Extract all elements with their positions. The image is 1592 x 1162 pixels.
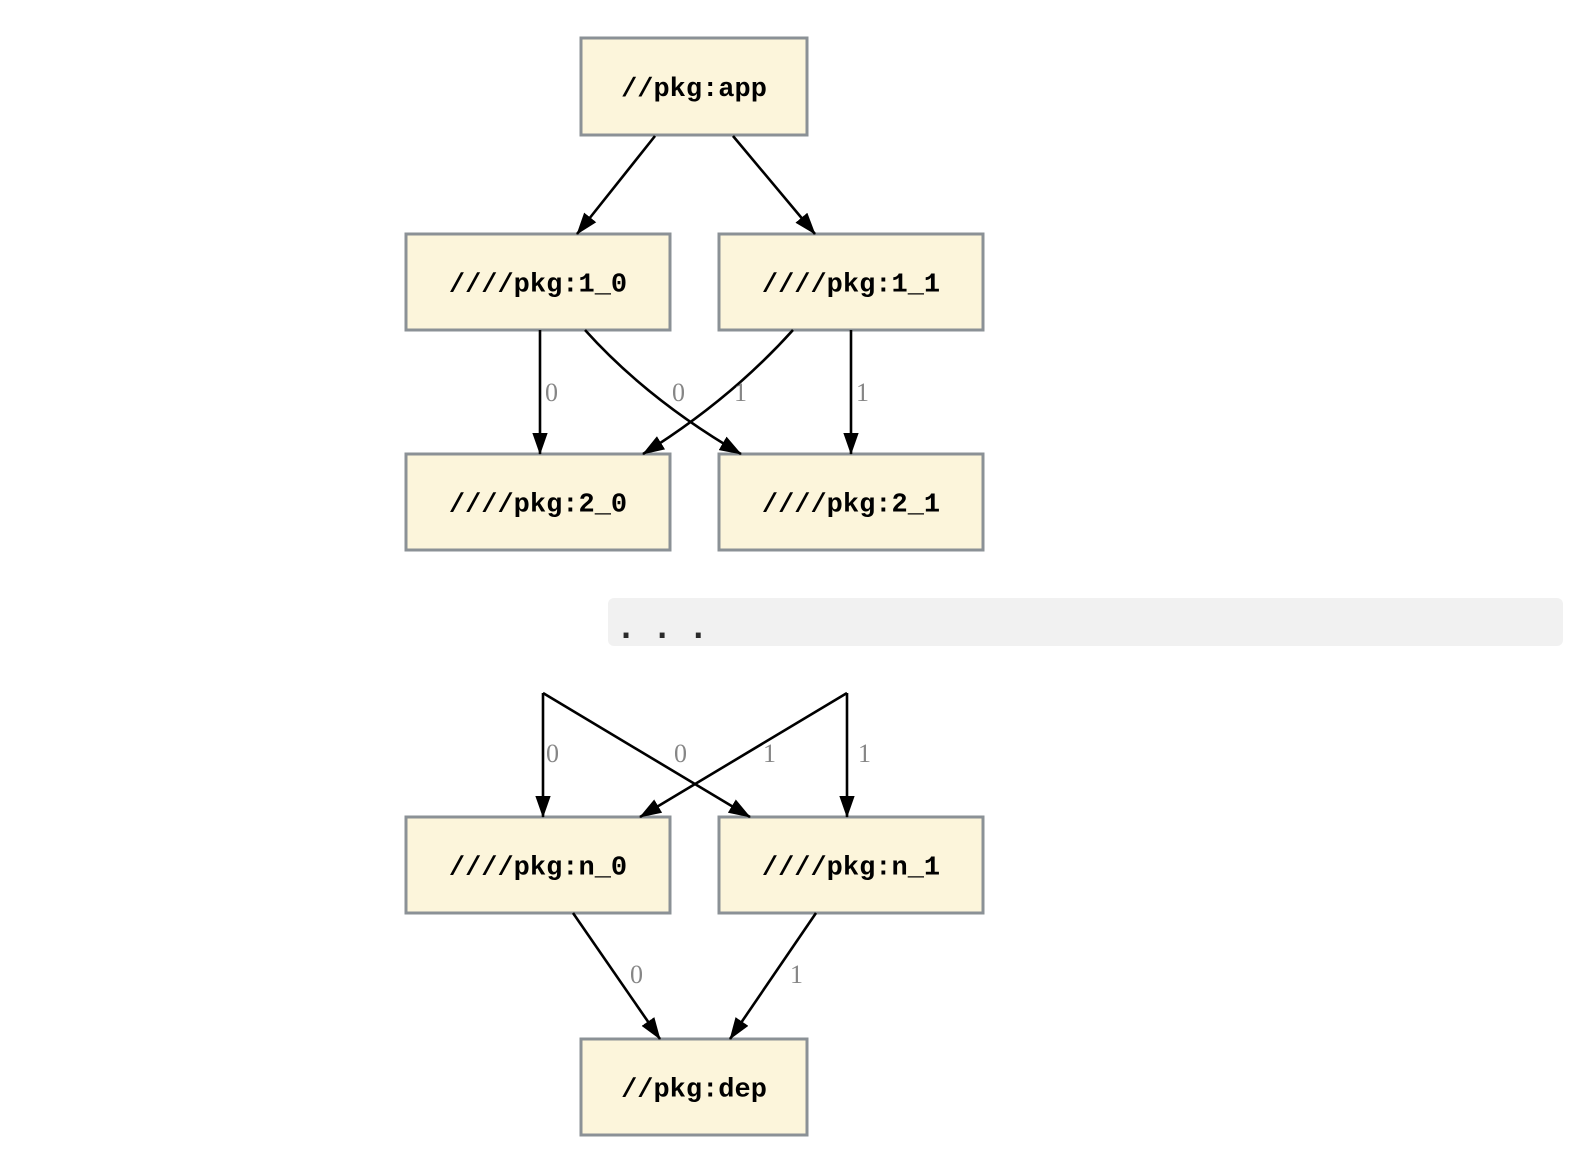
edge-label-n_1-to-dep: 1: [790, 960, 803, 989]
node-box-n_1: [717, 815, 985, 915]
edge-label-1_1-to-2_0: 0: [672, 378, 685, 407]
edge-app-to-1_1: [732, 135, 816, 235]
edge-label-1_0-to-2_0: 0: [545, 378, 558, 407]
node-2_1: ////pkg:2_1: [717, 452, 985, 552]
edge-label-1_1-to-2_1: 1: [856, 378, 869, 407]
node-label-dep: //pkg:dep: [621, 1076, 767, 1106]
edge-app-to-1_0: [575, 135, 657, 235]
node-box-2_1: [717, 452, 985, 552]
node-1_1: ////pkg:1_1: [717, 232, 985, 332]
node-box-dep: [579, 1037, 809, 1137]
edge-label-ellipsis-to-n_0: 0: [546, 739, 559, 768]
node-label-n_1: ////pkg:n_1: [762, 854, 940, 884]
node-label-2_0: ////pkg:2_0: [449, 491, 627, 521]
edge-label-ellipsis-to-n_0: 0: [674, 739, 687, 768]
edge-label-ellipsis-to-n_1: 1: [763, 739, 776, 768]
node-app: //pkg:app: [579, 36, 809, 137]
edge-1_0-to-2_1: [584, 329, 742, 456]
ellipsis-bar: [608, 598, 1563, 646]
node-label-1_1: ////pkg:1_1: [762, 271, 940, 301]
edge-n_0-to-dep: [571, 912, 662, 1040]
edge-ellipsis-to-n_1: [542, 691, 751, 819]
node-label-app: //pkg:app: [621, 75, 767, 105]
edge-ellipsis-to-n_0: [639, 691, 848, 819]
edge-label-ellipsis-to-n_1: 1: [858, 739, 871, 768]
edge-label-n_0-to-dep: 0: [630, 960, 643, 989]
node-dep: //pkg:dep: [579, 1037, 809, 1137]
node-box-2_0: [404, 452, 672, 552]
node-2_0: ////pkg:2_0: [404, 452, 672, 552]
node-n_1: ////pkg:n_1: [717, 815, 985, 915]
edge-label-1_0-to-2_1: 1: [734, 378, 747, 407]
ellipsis-dots: . . .: [617, 611, 707, 646]
edge-1_1-to-2_0: [642, 329, 794, 456]
node-1_0: ////pkg:1_0: [404, 232, 672, 332]
node-box-1_1: [717, 232, 985, 332]
node-label-2_1: ////pkg:2_1: [762, 491, 940, 521]
node-n_0: ////pkg:n_0: [404, 815, 672, 915]
node-box-1_0: [404, 232, 672, 332]
node-box-n_0: [404, 815, 672, 915]
node-label-1_0: ////pkg:1_0: [449, 271, 627, 301]
node-label-n_0: ////pkg:n_0: [449, 854, 627, 884]
node-box-app: [579, 36, 809, 137]
edge-n_1-to-dep: [728, 912, 818, 1040]
